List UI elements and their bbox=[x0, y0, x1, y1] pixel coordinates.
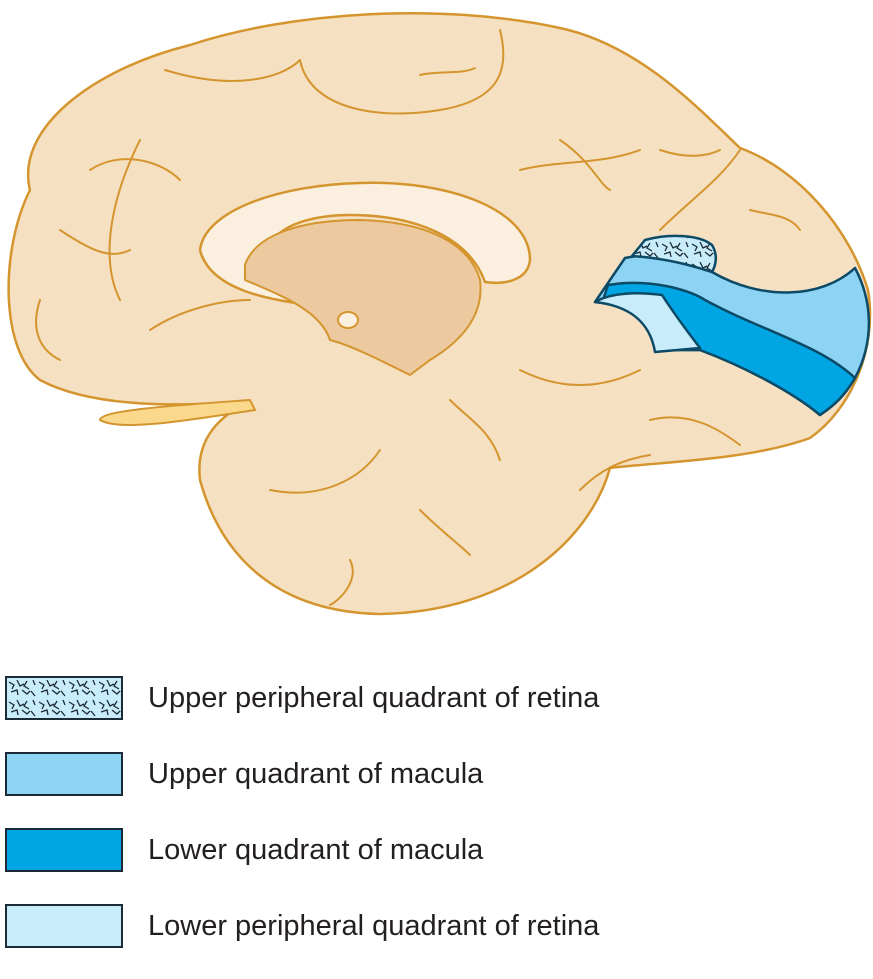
interthalamic-adhesion bbox=[337, 311, 359, 329]
optic-nerve bbox=[98, 398, 257, 427]
legend-item-lower-peripheral: Lower peripheral quadrant of retina bbox=[5, 903, 599, 949]
upper-peripheral-region bbox=[630, 234, 717, 274]
brain-medial-view-diagram bbox=[7, 11, 872, 616]
legend-swatch bbox=[5, 828, 123, 872]
legend-swatch-patterned bbox=[5, 676, 123, 720]
legend-item-lower-macula: Lower quadrant of macula bbox=[5, 827, 599, 873]
legend-label: Upper peripheral quadrant of retina bbox=[148, 681, 600, 714]
legend-label: Upper quadrant of macula bbox=[148, 757, 484, 790]
legend-swatch bbox=[5, 752, 123, 796]
legend-label: Lower peripheral quadrant of retina bbox=[148, 909, 600, 942]
thalamus bbox=[244, 218, 482, 377]
visual-cortex bbox=[593, 234, 871, 417]
legend-item-upper-macula: Upper quadrant of macula bbox=[5, 751, 599, 797]
legend-label: Lower quadrant of macula bbox=[148, 833, 484, 866]
legend-swatch bbox=[5, 904, 123, 948]
sulci-lines bbox=[35, 29, 801, 606]
lower-peripheral-region bbox=[593, 292, 702, 354]
legend: Upper peripheral quadrant of retina Uppe… bbox=[5, 675, 599, 979]
legend-item-upper-peripheral: Upper peripheral quadrant of retina bbox=[5, 675, 599, 721]
